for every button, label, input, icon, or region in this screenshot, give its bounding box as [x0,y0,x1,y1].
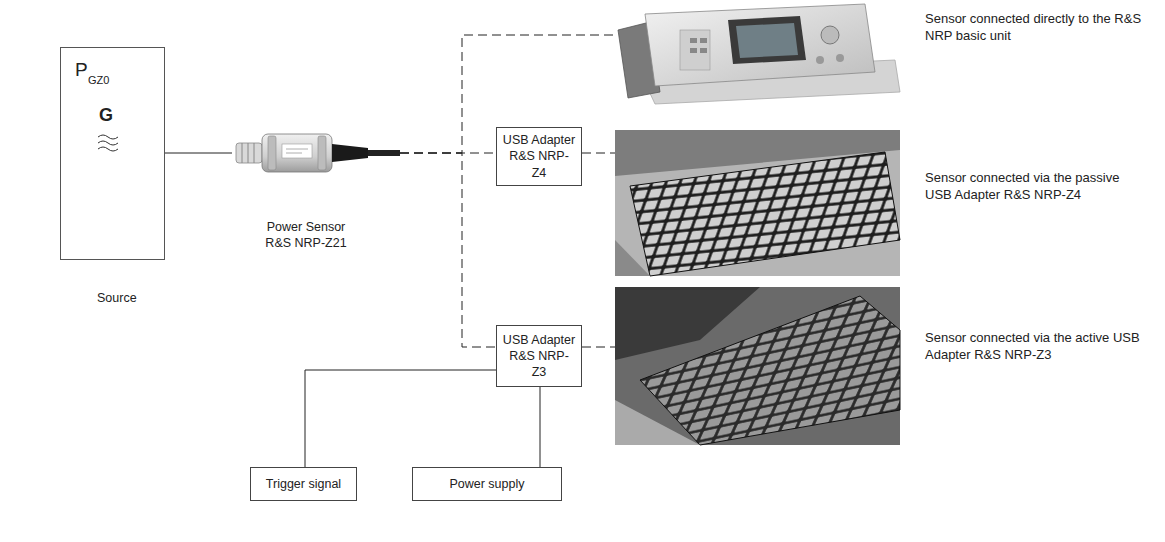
connector-line [582,347,615,348]
box-label: USB Adapter R&S NRP-Z4 [502,132,576,181]
power-sensor-figure [236,134,400,172]
laptop-photo [615,287,900,445]
power-sensor: Power Sensor R&S NRP-Z21 [232,128,400,253]
generator-letter: G [99,104,113,127]
symbol-subscript: GZ0 [88,73,109,87]
usb-adapter-box: USB Adapter R&S NRP-Z3 [496,325,582,387]
box-label: USB Adapter R&S NRP-Z3 [502,332,576,381]
symbol-letter: P [75,58,88,83]
connector-line [165,153,232,154]
wave-symbol [98,135,118,151]
usb-adapter-box: USB Adapter R&S NRP-Z4 [496,127,582,186]
photo-caption: Sensor connected via the active USB Adap… [925,330,1143,364]
basic-unit-photo [618,4,900,104]
connector-line [582,153,615,154]
box-label: Power supply [449,476,524,492]
source-box: PGZ0GSource [60,47,165,260]
laptop-pc: Sensor connected via the passive USB Ada… [615,130,1160,276]
connector-line [400,153,496,347]
laptop-pc: Sensor connected via the active USB Adap… [615,287,1160,445]
laptop-photo [615,130,900,276]
power-supply-box: Power supply [412,467,562,501]
trigger-box: Trigger signal [250,467,357,501]
connector-line [305,370,496,467]
sensor-label: Power Sensor R&S NRP-Z21 [263,219,349,252]
photo-caption: Sensor connected via the passive USB Ada… [925,170,1143,204]
box-label: Trigger signal [266,476,341,492]
source-label: Source [97,290,137,306]
photo-caption: Sensor connected directly to the R&S NRP… [925,11,1143,45]
connector-line [540,387,541,467]
basic-unit: Sensor connected directly to the R&S NRP… [615,2,1160,105]
